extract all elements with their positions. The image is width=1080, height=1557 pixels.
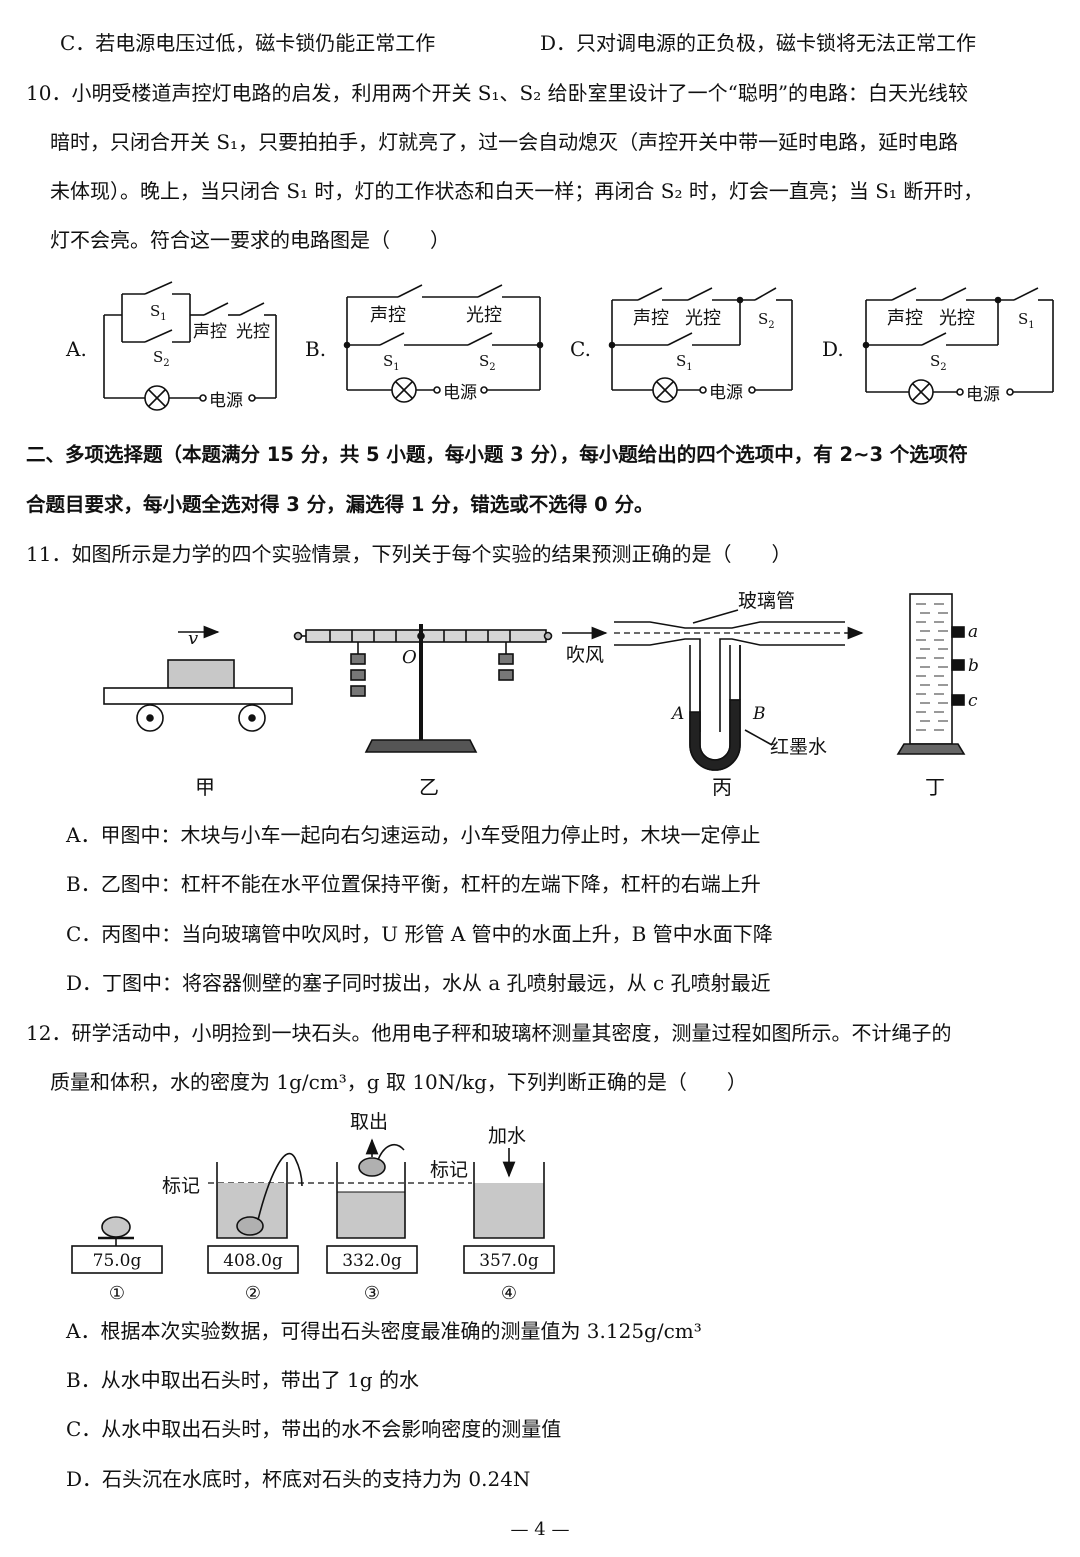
caption-bing: 丙 [712,775,732,799]
hole-c-label: c [968,691,978,711]
step-1: 75.0g ① [71,1216,163,1304]
circuit-d-label: D. [822,337,844,361]
section2-heading-line-2: 合题目要求，每小题全选对得 3 分，漏选得 1 分，错选或不选得 0 分。 [26,493,654,516]
circuit-a: A. S1 S2 声控 光控 电源 [65,281,277,411]
step-2: 408.0g ② 标记 [162,1152,303,1304]
caption-jia: 甲 [195,775,215,799]
circuit-c-sound: 声控 [633,308,669,329]
circuit-b-sound: 声控 [370,305,406,326]
page-number: — 4 — [510,1519,570,1540]
step-1-label: ① [109,1283,125,1304]
circuit-a-s1: S1 [150,302,167,323]
reading-2: 408.0g [223,1251,283,1271]
section2-heading-line-1: 二、多项选择题（本题满分 15 分，共 5 小题，每小题 3 分），每小题给出的… [26,443,968,466]
tube-b-label: B [752,704,766,724]
circuit-d: D. 声控 光控 S1 S2 电源 [822,287,1054,405]
circuit-b: B. 声控 光控 S1 S2 电源 [305,284,544,403]
q10-circuit-figures: A. S1 S2 声控 光控 电源 B. [65,281,1054,411]
circuit-d-sound: 声控 [887,308,923,329]
step-4: 加水 357.0g ④ [463,1125,555,1304]
q10-stem-line-3: 未体现）。晚上，当只闭合 S₁ 时，灯的工作状态和白天一样；再闭合 S₂ 时，灯… [50,179,984,203]
circuit-a-light: 光控 [236,322,270,342]
blow-label: 吹风 [566,644,604,666]
circuit-a-power: 电源 [209,391,243,411]
tube-a-label: A [670,704,684,724]
hole-b-label: b [968,656,979,676]
q11-option-b: B．乙图中：杠杆不能在水平位置保持平衡，杠杆的左端下降，杠杆的右端上升 [66,872,761,896]
circuit-a-sound: 声控 [193,322,227,342]
mark-label-right: 标记 [430,1159,468,1181]
circuit-c-label: C. [570,337,591,361]
reading-3: 332.0g [342,1251,402,1271]
circuit-d-s2: S2 [930,352,947,373]
reading-1: 75.0g [93,1251,142,1271]
q10-stem-line-1: 10．小明受楼道声控灯电路的启发，利用两个开关 S₁、S₂ 给卧室里设计了一个“… [26,81,969,105]
glass-tube-label: 玻璃管 [738,590,795,612]
circuit-b-s2: S2 [479,352,496,373]
q12-density-figure: 75.0g ① 408.0g ② 标记 取出 332.0g ③ 标记 加水 35… [71,1111,555,1304]
q11-option-a: A．甲图中：木块与小车一起向右匀速运动，小车受阻力停止时，木块一定停止 [66,823,761,847]
q12-option-d: D．石头沉在水底时，杯底对石头的支持力为 0.24N [66,1467,531,1491]
q12-option-c: C．从水中取出石头时，带出的水不会影响密度的测量值 [66,1417,562,1441]
circuit-d-s1: S1 [1018,310,1035,331]
reading-4: 357.0g [479,1251,539,1271]
q9-option-d: D．只对调电源的正负极，磁卡锁将无法正常工作 [540,31,977,55]
fig-cart: v 甲 [103,625,293,799]
circuit-b-s1: S1 [383,352,400,373]
circuit-b-label: B. [305,337,326,361]
q12-stem-line-1: 12．研学活动中，小明捡到一块石头。他用电子秤和玻璃杯测量其密度，测量过程如图所… [26,1021,952,1045]
q12-stem-line-2: 质量和体积，水的密度为 1g/cm³，g 取 10N/kg，下列判断正确的是（ … [50,1070,747,1094]
caption-ding: 丁 [925,775,945,799]
fig-venturi: 玻璃管 吹风 A B 红墨水 丙 [562,590,864,799]
add-water-label: 加水 [488,1125,526,1147]
circuit-d-light: 光控 [939,308,975,329]
red-ink-label: 红墨水 [770,736,827,758]
circuit-c-power: 电源 [709,383,743,403]
step-3: 取出 332.0g ③ 标记 [326,1111,468,1304]
q10-stem-line-2: 暗时，只闭合开关 S₁，只要拍拍手，灯就亮了，过一会自动熄灭（声控开关中带一延时… [50,130,959,154]
circuit-c-s2: S2 [758,310,775,331]
caption-yi: 乙 [419,775,439,799]
mark-label-left: 标记 [162,1175,200,1197]
pivot-label: O [402,647,417,668]
circuit-b-light: 光控 [466,305,502,326]
q11-mechanics-figures: v 甲 O 乙 [103,590,979,799]
circuit-c-light: 光控 [685,308,721,329]
q11-option-d: D．丁图中：将容器侧壁的塞子同时拔出，水从 a 孔喷射最远，从 c 孔喷射最近 [66,971,771,995]
step-4-label: ④ [501,1283,517,1304]
fig-lever: O 乙 [293,624,553,799]
circuit-c-s1: S1 [676,352,693,373]
q9-option-c: C．若电源电压过低，磁卡锁仍能正常工作 [60,31,436,55]
q12-option-a: A．根据本次实验数据，可得出石头密度最准确的测量值为 3.125g/cm³ [66,1319,702,1343]
q10-stem-line-4: 灯不会亮。符合这一要求的电路图是（ ） [50,228,450,252]
take-out-label: 取出 [350,1111,388,1133]
circuit-b-power: 电源 [443,383,477,403]
q11-option-c: C．丙图中：当向玻璃管中吹风时，U 形管 A 管中的水面上升，B 管中水面下降 [66,922,773,946]
q11-stem: 11．如图所示是力学的四个实验情景，下列关于每个实验的结果预测正确的是（ ） [26,542,792,566]
circuit-d-power: 电源 [966,385,1000,405]
velocity-label: v [188,628,198,649]
hole-a-label: a [968,622,978,642]
q12-option-b: B．从水中取出石头时，带出了 1g 的水 [66,1368,419,1392]
circuit-a-s2: S2 [153,348,170,369]
step-2-label: ② [245,1283,261,1304]
circuit-c: C. 声控 光控 S2 S1 电源 [570,287,793,403]
step-3-label: ③ [364,1283,380,1304]
fig-container: a b c 丁 [896,593,979,799]
circuit-a-label: A. [65,337,87,361]
